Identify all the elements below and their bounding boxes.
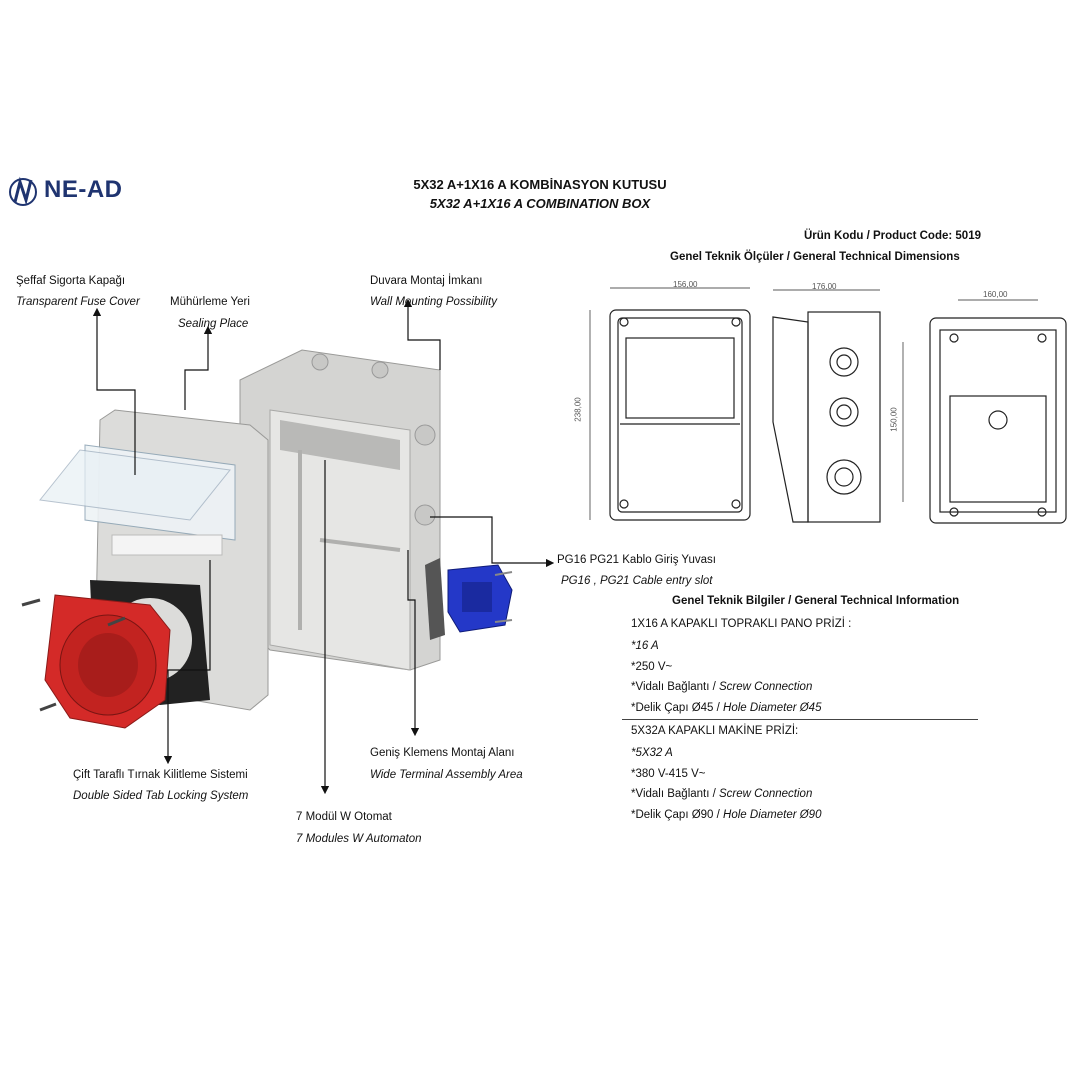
arrow-cable-entry [430,516,555,568]
arrow-sealing [184,325,213,410]
terminal-area-label-en: Wide Terminal Assembly Area [370,769,523,781]
socket1-hole-en: Hole Diameter Ø45 [723,702,822,714]
cable-entry-label-en: PG16 , PG21 Cable entry slot [561,575,713,587]
dim-width-side: 176,00 [812,282,837,291]
product-illustration [21,300,555,795]
technical-info-title: Genel Teknik Bilgiler / General Technica… [672,595,960,607]
socket2-connection-en: Screw Connection [719,788,813,800]
socket2-connection-tr: *Vidalı Bağlantı / [631,788,720,800]
technical-drawings [589,287,1067,524]
wall-mount-label-en: Wall Mounting Possibility [370,296,497,308]
arrow-wall-mount [403,300,441,370]
socket2-connection: *Vidalı Bağlantı / Screw Connection [631,788,812,800]
modules-label-en: 7 Modules W Automaton [296,833,422,845]
divider [622,719,978,720]
socket1-hole-tr: *Delik Çapı Ø45 / [631,702,724,714]
side-view-drawing [772,289,881,523]
socket2-voltage: *380 V-415 V~ [631,768,706,780]
tab-locking-label-tr: Çift Taraflı Tırnak Kilitleme Sistemi [73,769,248,781]
back-view-drawing [902,299,1067,524]
dimensions-title: Genel Teknik Ölçüler / General Technical… [670,251,960,263]
dim-width-back: 160,00 [983,290,1008,299]
terminal-area-label-tr: Geniş Klemens Montaj Alanı [370,747,515,759]
page-title-tr: 5X32 A+1X16 A KOMBİNASYON KUTUSU [413,177,667,192]
modules-label-tr: 7 Modül W Otomat [296,811,392,823]
fuse-cover-label-tr: Şeffaf Sigorta Kapağı [16,275,126,287]
blue-socket-icon [425,558,513,640]
arrow-tab-locking [163,560,211,765]
product-code: Ürün Kodu / Product Code: 5019 [804,230,981,242]
socket1-hole: *Delik Çapı Ø45 / Hole Diameter Ø45 [631,702,821,714]
page-title-en: 5X32 A+1X16 A COMBINATION BOX [429,196,651,211]
cable-entry-label-tr: PG16 PG21 Kablo Giriş Yuvası [557,554,716,566]
dim-width-front: 156,00 [673,280,698,289]
socket1-connection-en: Screw Connection [719,681,813,693]
fuse-cover-label-en: Transparent Fuse Cover [16,296,140,308]
socket1-current: *16 A [631,640,659,652]
red-socket-icon [21,594,171,729]
socket2-hole: *Delik Çapı Ø90 / Hole Diameter Ø90 [631,809,821,821]
dim-height-front: 238,00 [573,397,583,422]
wall-mount-label-tr: Duvara Montaj İmkanı [370,275,483,287]
socket2-hole-tr: *Delik Çapı Ø90 / [631,809,724,821]
socket2-current: *5X32 A [631,747,673,759]
socket1-connection-tr: *Vidalı Bağlantı / [631,681,720,693]
front-view-drawing [589,287,751,521]
socket2-heading: 5X32A KAPAKLI MAKİNE PRİZİ: [631,725,799,737]
socket1-connection: *Vidalı Bağlantı / Screw Connection [631,681,812,693]
tab-locking-label-en: Double Sided Tab Locking System [73,790,249,802]
socket2-hole-en: Hole Diameter Ø90 [723,809,822,821]
sealing-label-en: Sealing Place [178,318,249,330]
arrow-fuse-cover [92,307,136,475]
sealing-label-tr: Mühürleme Yeri [170,296,250,308]
socket1-voltage: *250 V~ [631,661,673,673]
arrow-terminal-area [407,550,420,737]
brand-logo-text: NE-AD [44,176,123,203]
dim-height-back: 150,00 [889,407,899,432]
socket1-heading: 1X16 A KAPAKLI TOPRAKLI PANO PRİZİ : [631,618,852,630]
back-box [239,349,441,671]
ne-ad-logo-icon [9,176,37,206]
